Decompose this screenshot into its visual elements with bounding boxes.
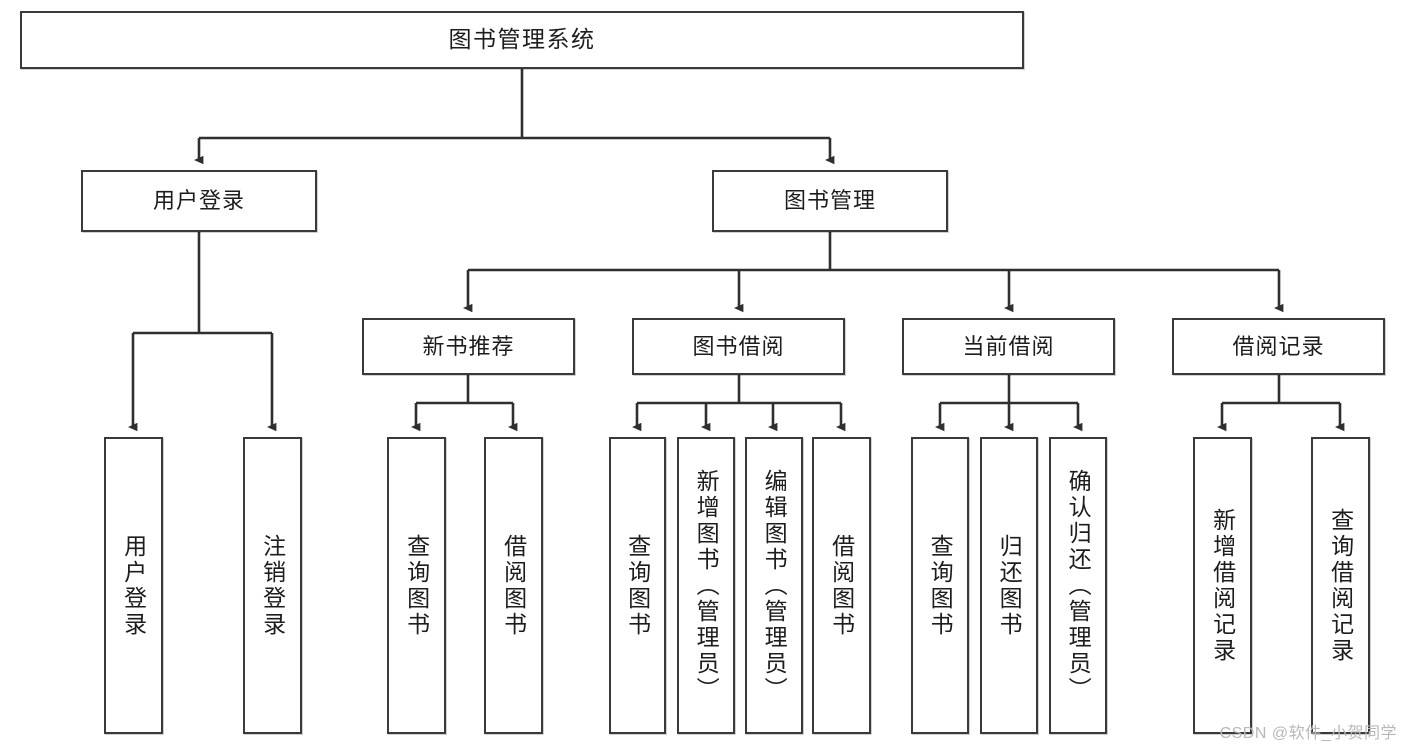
leaf-user-login-login[interactable]: 用户登录 xyxy=(104,437,163,734)
node-label: 查询借阅记录 xyxy=(1327,507,1354,664)
node-label: 注销登录 xyxy=(259,533,286,638)
leaf-user-login-logout[interactable]: 注销登录 xyxy=(243,437,302,734)
node-borrow-record[interactable]: 借阅记录 xyxy=(1172,318,1385,375)
leaf-record-query-record[interactable]: 查询借阅记录 xyxy=(1311,437,1370,734)
node-book-management[interactable]: 图书管理 xyxy=(712,170,948,232)
node-label: 当前借阅 xyxy=(962,333,1055,359)
leaf-recommend-borrow-book[interactable]: 借阅图书 xyxy=(484,437,543,734)
leaf-borrow-borrow-book[interactable]: 借阅图书 xyxy=(812,437,871,734)
node-new-book-recommend[interactable]: 新书推荐 xyxy=(362,318,575,375)
leaf-recommend-query-book[interactable]: 查询图书 xyxy=(387,437,446,734)
leaf-record-add-record[interactable]: 新增借阅记录 xyxy=(1193,437,1252,734)
leaf-current-return-book[interactable]: 归还图书 xyxy=(980,437,1038,734)
leaf-borrow-query-book[interactable]: 查询图书 xyxy=(609,437,666,734)
node-label: 图书管理 xyxy=(783,188,876,214)
node-label: 确认归还（管理员） xyxy=(1065,468,1092,703)
node-label: 新增借阅记录 xyxy=(1209,507,1236,664)
node-label: 用户登录 xyxy=(120,533,147,638)
node-label: 图书管理系统 xyxy=(448,26,596,53)
node-label: 借阅图书 xyxy=(500,533,527,638)
node-user-login[interactable]: 用户登录 xyxy=(81,170,317,232)
node-label: 归还图书 xyxy=(996,533,1023,638)
node-label: 借阅图书 xyxy=(828,533,855,638)
node-label: 图书借阅 xyxy=(692,333,785,359)
leaf-borrow-add-book-admin[interactable]: 新增图书（管理员） xyxy=(677,437,735,734)
leaf-borrow-edit-book-admin[interactable]: 编辑图书（管理员） xyxy=(745,437,803,734)
node-label: 编辑图书（管理员） xyxy=(761,468,788,703)
node-label: 用户登录 xyxy=(152,188,245,214)
leaf-current-query-book[interactable]: 查询图书 xyxy=(911,437,969,734)
node-book-borrow[interactable]: 图书借阅 xyxy=(632,318,845,375)
node-label: 查询图书 xyxy=(403,533,430,638)
node-label: 查询图书 xyxy=(927,533,954,638)
node-label: 借阅记录 xyxy=(1232,333,1325,359)
node-label: 查询图书 xyxy=(624,533,651,638)
node-root-system[interactable]: 图书管理系统 xyxy=(20,11,1024,69)
node-label: 新书推荐 xyxy=(422,333,515,359)
csdn-watermark: CSDN @软件_小贺同学 xyxy=(1219,725,1397,742)
node-label: 新增图书（管理员） xyxy=(693,468,720,703)
node-current-borrow[interactable]: 当前借阅 xyxy=(902,318,1115,375)
leaf-current-confirm-return-admin[interactable]: 确认归还（管理员） xyxy=(1049,437,1107,734)
